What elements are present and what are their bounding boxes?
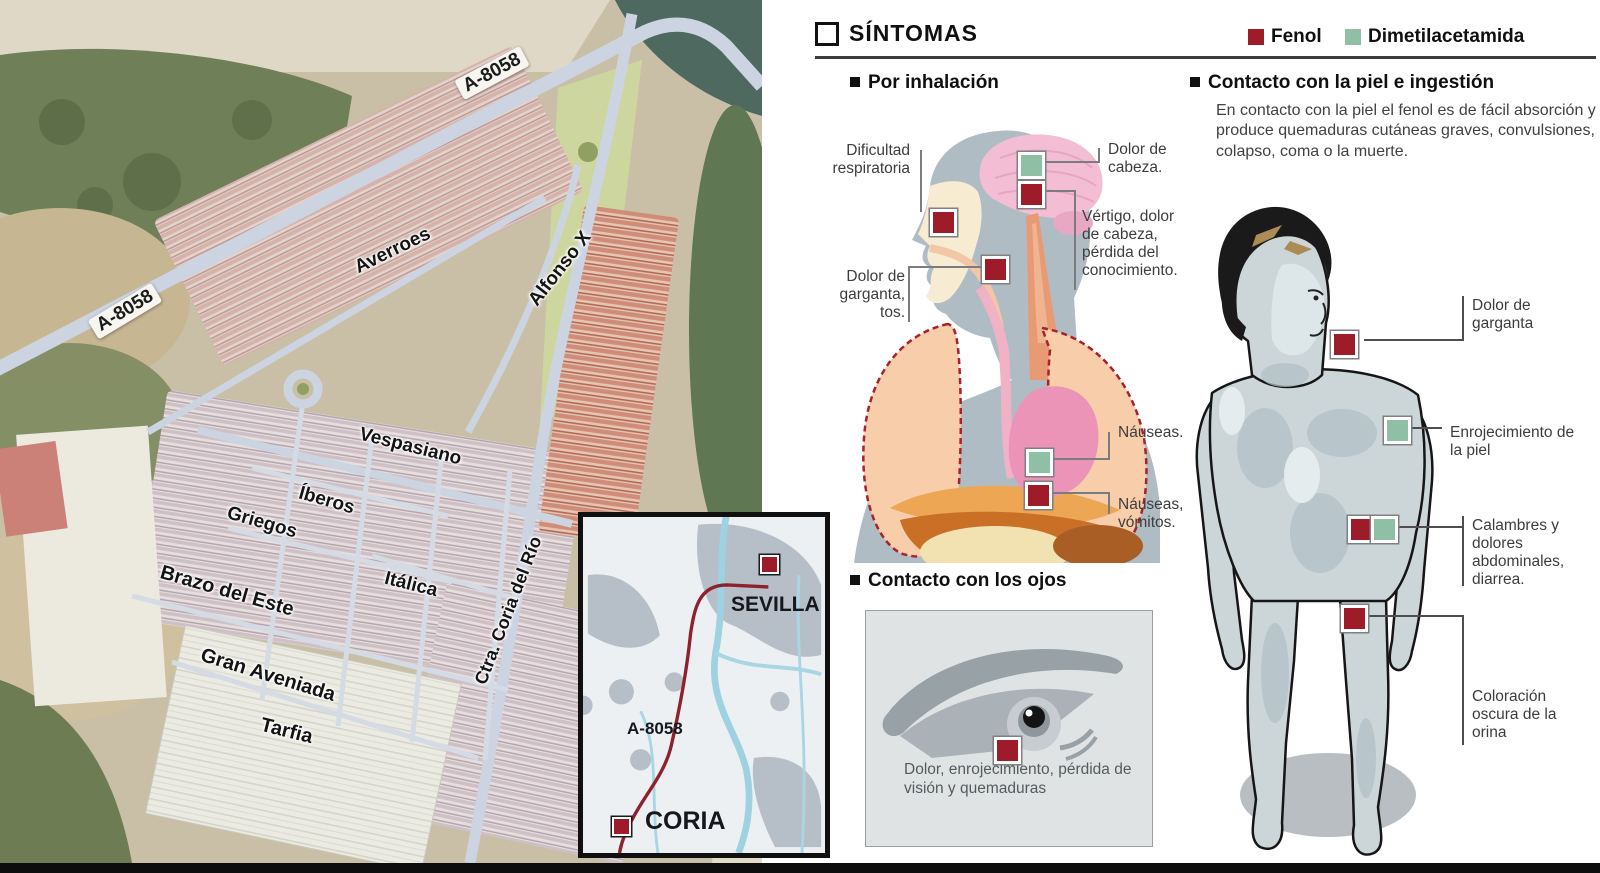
eyes-title: Contacto con los ojos — [868, 570, 1067, 591]
connector-line — [1408, 427, 1442, 429]
label-nauseas: Náuseas. — [1118, 424, 1184, 441]
label-dolor-garganta-tos: Dolor de garganta, tos. — [839, 268, 906, 321]
section-title-skin: Contacto con la piel e ingestión — [1190, 72, 1494, 94]
eye-caption: Dolor, enrojecimiento, pérdida de visión… — [904, 761, 1132, 797]
connector-line — [920, 150, 922, 212]
inset-map-art — [583, 517, 825, 853]
marker-dimetilacetamida-belly — [1026, 449, 1053, 476]
anatomy-illustration — [830, 128, 1160, 578]
connector-line — [1050, 458, 1110, 460]
satellite-terrain — [0, 0, 762, 863]
header: SÍNTOMAS — [815, 20, 978, 47]
connector-line — [1108, 492, 1110, 514]
marker-fenol-groin — [1341, 605, 1368, 632]
connector-line — [1364, 339, 1464, 341]
title-square-icon — [815, 21, 839, 46]
connector-line — [908, 266, 910, 322]
label-calambres: Calambres y dolores abdominales, diarrea… — [1472, 517, 1565, 588]
section-title-inhalation: Por inhalación — [850, 72, 999, 94]
connector-line — [1462, 615, 1464, 745]
dimetilacetamida-label: Dimetilacetamida — [1368, 26, 1525, 47]
bottom-bar — [0, 863, 1600, 873]
connector-line — [1395, 526, 1464, 528]
label-coloracion-orina: Coloración oscura de la orina — [1472, 688, 1557, 741]
marker-fenol-nose — [930, 209, 957, 236]
marker-fenol-jaw — [1331, 331, 1358, 358]
connector-line — [1042, 161, 1100, 163]
marker-fenol-belly — [1025, 482, 1052, 509]
skin-title: Contacto con la piel e ingestión — [1208, 72, 1495, 93]
dimetilacetamida-swatch-icon — [1345, 29, 1361, 45]
label-vertigo: Vértigo, dolor de cabeza, pérdida del co… — [1082, 208, 1178, 279]
anatomy-art — [854, 130, 1160, 578]
bullet-square-icon — [1190, 77, 1200, 87]
connector-line — [908, 266, 982, 268]
label-dificultad-respiratoria: Dificultad respiratoria — [832, 142, 910, 177]
satellite-map: A-8058 A-8058 Averroes Alfonso X Vespasi… — [0, 0, 762, 863]
body-art — [1195, 206, 1434, 856]
inhalation-title: Por inhalación — [868, 72, 999, 93]
inset-city-coria: CORIA — [645, 807, 726, 835]
skin-paragraph: En contacto con la piel el fenol es de f… — [1216, 102, 1596, 160]
marker-dimetilacetamida-brain — [1018, 152, 1045, 179]
body-illustration — [1190, 203, 1440, 863]
inset-city-sevilla: SEVILLA — [731, 593, 820, 616]
marker-fenol-eye — [994, 737, 1021, 764]
connector-line — [1364, 615, 1464, 617]
inset-marker-sevilla — [760, 555, 779, 574]
inset-locator-map: SEVILLA A-8058 CORIA — [578, 512, 830, 858]
connector-line — [1042, 190, 1076, 192]
bullet-square-icon — [850, 77, 860, 87]
header-rule — [815, 56, 1596, 59]
label-nauseas-vomitos: Náuseas, vómitos. — [1118, 496, 1184, 531]
connector-line — [1462, 516, 1464, 586]
bullet-square-icon — [850, 575, 860, 585]
connector-line — [1462, 296, 1464, 341]
label-dolor-de-cabeza: Dolor de cabeza. — [1108, 141, 1167, 176]
marker-dimetilacetamida-chest — [1384, 417, 1411, 444]
legend-dimetilacetamida: Dimetilacetamida — [1345, 26, 1524, 48]
inset-road-a8058: A-8058 — [627, 719, 683, 738]
label-enrojecimiento-piel: Enrojecimiento de la piel — [1450, 424, 1575, 459]
fenol-swatch-icon — [1248, 29, 1264, 45]
page-title: SÍNTOMAS — [849, 20, 978, 46]
marker-fenol-brain — [1018, 181, 1045, 208]
connector-line — [1098, 148, 1100, 163]
eye-illustration-box: Dolor, enrojecimiento, pérdida de visión… — [865, 610, 1153, 847]
marker-dimetilacetamida-abdomen — [1371, 516, 1398, 543]
fenol-label: Fenol — [1271, 26, 1322, 47]
connector-line — [1049, 492, 1109, 494]
section-title-eyes: Contacto con los ojos — [850, 570, 1066, 592]
label-dolor-de-garganta: Dolor de garganta — [1472, 297, 1534, 332]
connector-line — [1074, 190, 1076, 290]
inset-marker-coria — [612, 817, 631, 836]
connector-line — [1108, 432, 1110, 460]
marker-fenol-throat — [982, 256, 1009, 283]
legend-fenol: Fenol — [1248, 26, 1322, 48]
